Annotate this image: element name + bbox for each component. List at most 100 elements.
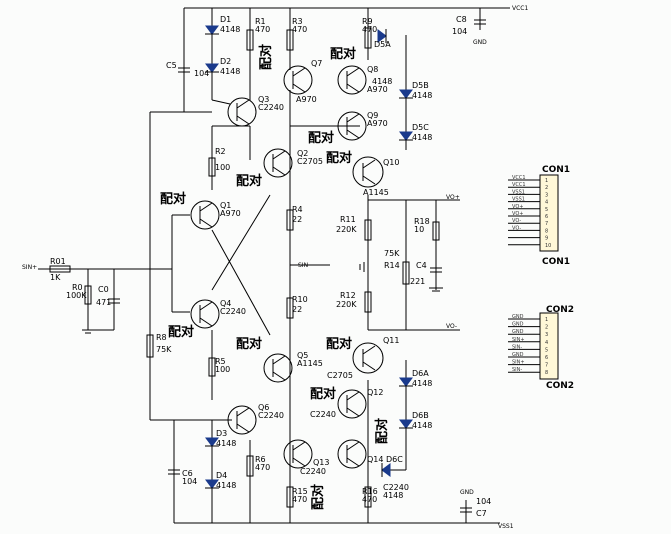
con2-pin-number: 2 (545, 325, 548, 331)
r9-ref: R9 (362, 17, 373, 26)
r01-value: 1K (50, 273, 61, 282)
con1-pin-label: VO+ (512, 204, 523, 210)
resistor-r11 (364, 219, 372, 241)
con2-pin-label: SIN+ (512, 360, 525, 366)
r12-ref: R12 (340, 291, 356, 300)
gnd-label-c7: GND (460, 489, 474, 496)
q4-ref: Q4 (220, 299, 231, 308)
r0-ref: R0 (72, 283, 83, 292)
transistor-q12 (337, 389, 367, 419)
resistor-r9 (364, 27, 372, 49)
r5-value: 100 (215, 365, 230, 374)
diode-d1 (205, 25, 219, 35)
d2-value: 4148 (220, 67, 240, 76)
transistor-q7 (283, 65, 313, 95)
resistor-r3 (286, 29, 294, 51)
d4-value: 4148 (216, 481, 236, 490)
diode-d2 (205, 63, 219, 73)
c7-ref: C7 (476, 509, 487, 518)
transistor-q1 (190, 200, 220, 230)
r01-ref: R01 (50, 257, 66, 266)
r14-ref: R14 (384, 261, 400, 270)
diodes (205, 25, 413, 489)
q6-ref: Q6 (258, 403, 269, 412)
con2-pin-label: SIN- (512, 344, 522, 350)
capacitor-c6 (168, 469, 180, 475)
r14-value: 221 (410, 277, 425, 286)
pair-label-q5: 配对 (236, 336, 262, 352)
r8-ref: R8 (156, 333, 167, 342)
vo-neg-label: VO- (446, 323, 457, 330)
pair-label-q9: 配对 (308, 130, 334, 146)
r1-ref: R1 (255, 17, 266, 26)
vss-label: VSS1 (498, 523, 514, 530)
r14-label-75k: 75K (384, 249, 400, 258)
transistor-q11 (352, 342, 384, 374)
diode-d4 (205, 479, 219, 489)
pair-label-q11: 配对 (326, 336, 352, 352)
q8-part: A970 (367, 85, 388, 94)
resistor-r15 (286, 486, 294, 508)
con1-pin-number: 6 (545, 214, 548, 220)
d5b-value: 4148 (412, 91, 432, 100)
d6a-value: 4148 (412, 379, 432, 388)
d3-ref: D3 (216, 429, 227, 438)
r4-value: 22 (292, 215, 302, 224)
transistor-q10 (352, 156, 384, 188)
sin-neg-label: SIN- (298, 262, 310, 269)
con1-pin-number: 9 (545, 236, 548, 242)
con2-pin-label: GND (512, 314, 524, 320)
d5a-value: 4148 (372, 77, 392, 86)
con1-pin-label: VO- (512, 225, 521, 231)
gnd-label-c8: GND (473, 39, 487, 46)
con2-pin-number: 7 (545, 363, 548, 369)
diode-d6c (381, 463, 391, 477)
labels: VCC1 VSS1 GND GND SIN+ SIN- VO+ VO- Q1 A… (22, 5, 574, 530)
transistor-q6 (227, 405, 257, 435)
con2-pin-number: 4 (545, 340, 548, 346)
q6-part: C2240 (258, 411, 284, 420)
c4-ref: C4 (416, 261, 427, 270)
diode-d5c (399, 131, 413, 141)
resistor-r8 (146, 334, 154, 358)
resistor-r0 (84, 285, 92, 305)
pair-label-q10: 配对 (326, 150, 352, 166)
q13-ref: Q13 (313, 458, 329, 467)
transistor-q2 (263, 148, 293, 178)
c0-ref: C0 (98, 285, 109, 294)
con1-pin-label: VSS1 (512, 189, 525, 195)
r8-value: 75K (156, 345, 172, 354)
resistor-r6 (246, 455, 254, 477)
c8-ref: C8 (456, 15, 467, 24)
q3-ref: Q3 (258, 95, 269, 104)
q1-part: A970 (220, 209, 241, 218)
r11-value: 220K (336, 225, 357, 234)
c8-value: 104 (452, 27, 467, 36)
con2-pin-label: GND (512, 322, 524, 328)
con1-pin-number: 3 (545, 192, 548, 198)
con1-pin-number: 1 (545, 178, 548, 184)
r3-ref: R3 (292, 17, 303, 26)
q14-part: C2240 (383, 483, 409, 492)
con2-title-top: CON2 (546, 305, 574, 315)
capacitor-c0 (108, 298, 120, 304)
r0-value: 100K (66, 291, 87, 300)
q5-part: A1145 (297, 359, 323, 368)
con2-pin-number: 1 (545, 317, 548, 323)
c7-value: 104 (476, 497, 491, 506)
pair-label-q13-vertical: 配对 (310, 484, 326, 510)
con2-pin-number: 8 (545, 370, 548, 376)
q12-part: C2240 (310, 410, 336, 419)
diode-d5b (399, 89, 413, 99)
r18-ref: R18 (414, 217, 430, 226)
pair-label-q4: 配对 (168, 324, 194, 340)
capacitor-c8 (474, 19, 486, 25)
q2-ref: Q2 (297, 149, 308, 158)
capacitor-c4 (429, 267, 443, 292)
wiring (38, 7, 510, 524)
q8-ref: Q8 (367, 65, 378, 74)
q9-ref: Q9 (367, 111, 378, 120)
transistor-q8 (337, 65, 367, 95)
sin-pos-label: SIN+ (22, 264, 37, 271)
